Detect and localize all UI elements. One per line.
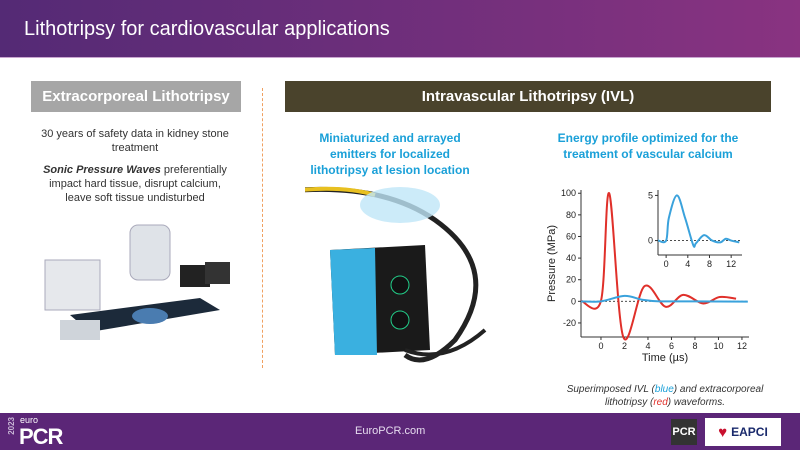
slide-title: Lithotripsy for cardiovascular applicati… xyxy=(24,18,390,40)
device-caption: Miniaturized and arrayed emitters for lo… xyxy=(310,131,470,177)
ivl-header: Intravascular Lithotripsy (IVL) xyxy=(285,81,771,112)
extracorporeal-header: Extracorporeal Lithotripsy xyxy=(31,81,241,112)
pcr-badge: PCR xyxy=(671,419,697,445)
y-tick-label: 80 xyxy=(566,210,576,220)
x-tick-label: 2 xyxy=(622,341,627,351)
series-ivl xyxy=(657,194,740,248)
x-tick-label: 8 xyxy=(707,259,712,269)
series-ivl xyxy=(580,294,748,303)
y-tick-label: 100 xyxy=(561,188,576,198)
y-tick-label: 0 xyxy=(571,296,576,306)
eapci-logo: ♥EAPCI xyxy=(705,418,781,446)
logo-year: 2023 xyxy=(7,417,16,435)
x-tick-label: 0 xyxy=(598,341,603,351)
y-tick-label: 20 xyxy=(566,275,576,285)
heart-icon: ♥ xyxy=(718,423,728,441)
footer: 2023 euro PCR EuroPCR.com PCR ♥EAPCI xyxy=(0,413,800,450)
lithotripter-image xyxy=(44,224,230,340)
y-tick-label: 5 xyxy=(648,190,653,200)
divider xyxy=(262,88,263,368)
x-axis-label: Time (µs) xyxy=(642,352,688,364)
y-tick-label: 40 xyxy=(566,253,576,263)
chart-caption: Energy profile optimized for the treatme… xyxy=(557,131,739,161)
eapci-text: EAPCI xyxy=(731,425,768,439)
series-extracorporeal-lithotripsy xyxy=(580,192,737,341)
sonic-bold: Sonic Pressure Waves xyxy=(43,164,161,176)
sonic-text: Sonic Pressure Waves preferentially impa… xyxy=(35,163,235,205)
y-tick-label: 60 xyxy=(566,231,576,241)
title-bar: Lithotripsy for cardiovascular applicati… xyxy=(0,0,800,58)
y-tick-label: -20 xyxy=(563,318,576,328)
x-tick-label: 12 xyxy=(737,341,747,351)
x-tick-label: 12 xyxy=(726,259,736,269)
waveform-caption: Superimposed IVL (blue) and extracorpore… xyxy=(566,384,764,408)
x-tick-label: 0 xyxy=(664,259,669,269)
x-tick-label: 10 xyxy=(713,341,723,351)
y-axis-label: Pressure (MPa) xyxy=(546,225,558,302)
x-tick-label: 6 xyxy=(669,341,674,351)
x-tick-label: 4 xyxy=(685,259,690,269)
x-tick-label: 4 xyxy=(645,341,650,351)
sonic-rest: preferentially impact hard tissue, disru… xyxy=(49,164,227,204)
safety-text: 30 years of safety data in kidney stone … xyxy=(41,128,229,154)
logo-pcr: PCR xyxy=(19,424,63,449)
logo-euro: euro xyxy=(20,415,39,425)
y-tick-label: 0 xyxy=(648,236,653,246)
x-tick-label: 8 xyxy=(692,341,697,351)
ivl-device-image xyxy=(305,186,487,363)
site-link[interactable]: EuroPCR.com xyxy=(355,425,426,437)
